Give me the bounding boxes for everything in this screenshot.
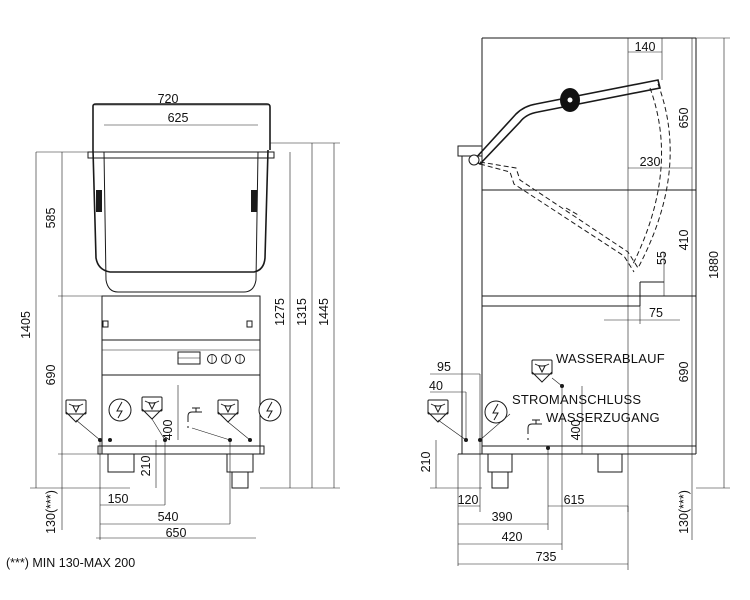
- dim-615: 615: [564, 493, 585, 507]
- dim-420: 420: [502, 530, 523, 544]
- dim-400-front: 400: [161, 420, 175, 441]
- dim-540: 540: [158, 510, 179, 524]
- side-view: WASSERABLAUF STROMANSCHLUSS WASSERZUGANG…: [419, 37, 730, 570]
- dim-650-front: 650: [166, 526, 187, 540]
- dim-1315: 1315: [295, 298, 309, 326]
- control-knob: [221, 354, 231, 364]
- control-knob: [235, 354, 245, 364]
- dim-690-side: 690: [677, 362, 691, 383]
- drain-icon: [217, 399, 239, 423]
- dim-140: 140: [635, 40, 656, 54]
- handle-knob: [560, 88, 580, 112]
- dim-130-front: 130(***): [44, 490, 58, 534]
- dim-690: 690: [44, 365, 58, 386]
- label-wasserablauf: WASSERABLAUF: [556, 351, 665, 366]
- dim-625: 625: [168, 111, 189, 125]
- control-knob: [207, 354, 217, 364]
- dim-400-side: 400: [569, 420, 583, 441]
- dim-210-front: 210: [139, 456, 153, 477]
- drain-icon: [427, 399, 449, 423]
- drain-icon: [65, 399, 87, 423]
- front-view: 720 625 585 1405 690 130(***) 1275 1315 …: [19, 92, 340, 540]
- drain-icon: [141, 396, 163, 420]
- foot: [226, 453, 254, 473]
- front-lid: [103, 151, 259, 293]
- dim-735: 735: [536, 550, 557, 564]
- foot: [597, 453, 623, 473]
- label-wasserzugang: WASSERZUGANG: [546, 410, 660, 425]
- electric-icon: [484, 400, 508, 424]
- drain-icon: [531, 359, 553, 383]
- dim-130-side: 130(***): [677, 490, 691, 534]
- foot: [487, 453, 513, 473]
- dim-390: 390: [492, 510, 513, 524]
- handle-grip: [96, 190, 102, 212]
- handle-grip: [251, 190, 257, 212]
- footnote: (***) MIN 130-MAX 200: [6, 556, 136, 570]
- dim-95: 95: [437, 360, 451, 374]
- electric-icon: [258, 398, 282, 422]
- dim-1445: 1445: [317, 298, 331, 326]
- dim-1405: 1405: [19, 311, 33, 339]
- dim-1880: 1880: [707, 251, 721, 279]
- dim-410: 410: [677, 230, 691, 251]
- dim-230: 230: [640, 155, 661, 169]
- foot: [107, 453, 135, 473]
- dim-40: 40: [429, 379, 443, 393]
- lid-arm: [472, 79, 661, 166]
- water-tap-icon: [527, 419, 542, 440]
- dim-585: 585: [44, 208, 58, 229]
- dim-120: 120: [458, 493, 479, 507]
- dim-720: 720: [158, 92, 179, 106]
- dim-75: 75: [649, 306, 663, 320]
- dim-150: 150: [108, 492, 129, 506]
- dim-1275: 1275: [273, 298, 287, 326]
- water-tap-icon: [187, 407, 202, 428]
- dim-55: 55: [655, 251, 669, 265]
- dim-650-side: 650: [677, 108, 691, 129]
- label-stromanschluss: STROMANSCHLUSS: [512, 392, 641, 407]
- dim-210-side: 210: [419, 452, 433, 473]
- electric-icon: [108, 398, 132, 422]
